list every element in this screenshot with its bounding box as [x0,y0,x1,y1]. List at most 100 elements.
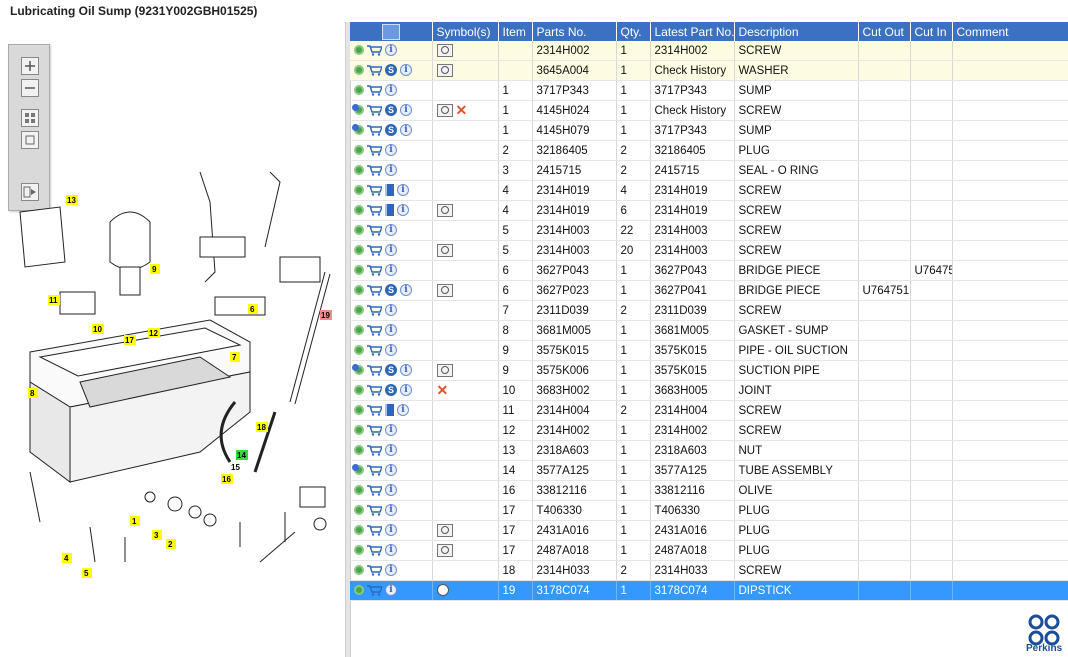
fit-all-icon[interactable] [21,109,39,127]
add-to-cart-icon[interactable] [367,145,382,156]
callout-label[interactable]: 12 [149,329,158,338]
column-tools[interactable] [350,22,433,41]
info-icon[interactable]: i [385,144,397,157]
info-icon[interactable]: i [385,224,397,237]
supersession-icon[interactable]: S [385,64,397,77]
callout-label[interactable]: 19 [321,311,330,320]
view-detail-icon[interactable] [436,524,453,537]
callout-label[interactable]: 18 [257,423,266,432]
supersession-icon[interactable]: S [385,364,397,377]
part-options-icon[interactable] [354,65,364,76]
part-options-alt-icon[interactable] [352,464,364,476]
part-options-icon[interactable] [354,165,364,176]
info-icon[interactable]: i [385,164,397,177]
part-options-alt-icon[interactable] [352,124,364,136]
info-icon[interactable]: i [385,504,397,517]
info-icon[interactable]: i [385,464,397,477]
part-options-icon[interactable] [354,525,364,536]
info-icon[interactable]: i [385,244,397,257]
add-to-cart-icon[interactable] [367,265,382,276]
add-to-cart-icon[interactable] [367,565,382,576]
add-to-cart-icon[interactable] [367,45,382,56]
supersession-icon[interactable]: S [385,284,397,297]
column-symbols[interactable]: Symbol(s) [432,22,499,41]
part-options-icon[interactable] [354,245,364,256]
callout-label[interactable]: 1 [132,517,137,526]
service-book-icon[interactable] [385,204,394,217]
callout-label[interactable]: 11 [49,296,58,305]
part-options-icon[interactable] [354,445,364,456]
info-icon[interactable]: i [397,204,409,217]
part-options-icon[interactable] [354,545,364,556]
callout-label[interactable]: 7 [232,353,237,362]
part-options-icon[interactable] [354,185,364,196]
part-options-icon[interactable] [354,85,364,96]
service-book-icon[interactable] [385,184,394,197]
part-options-icon[interactable] [354,285,364,296]
part-options-icon[interactable] [354,325,364,336]
info-icon[interactable]: i [385,484,397,497]
column-qty[interactable]: Qty. [616,22,651,41]
column-latest-part-no[interactable]: Latest Part No. [650,22,735,41]
add-to-cart-icon[interactable] [367,165,382,176]
info-icon[interactable]: i [385,544,397,557]
info-icon[interactable]: i [385,344,397,357]
info-icon[interactable]: i [400,124,412,137]
view-detail-icon[interactable] [436,64,453,77]
part-options-icon[interactable] [354,205,364,216]
info-icon[interactable]: i [400,384,412,397]
zoom-in-icon[interactable] [21,57,39,75]
add-to-cart-icon[interactable] [367,425,382,436]
add-to-cart-icon[interactable] [367,305,382,316]
add-to-cart-icon[interactable] [367,465,382,476]
add-to-cart-icon[interactable] [367,125,382,136]
zoom-out-icon[interactable] [21,79,39,97]
callout-label[interactable]: 10 [93,325,102,334]
part-options-icon[interactable] [354,565,364,576]
add-to-cart-icon[interactable] [367,85,382,96]
view-detail-icon[interactable] [436,44,453,57]
add-to-cart-icon[interactable] [367,365,382,376]
part-options-icon[interactable] [354,505,364,516]
add-to-cart-icon[interactable] [367,225,382,236]
view-detail-icon[interactable] [436,364,453,377]
part-options-icon[interactable] [354,585,364,596]
add-to-cart-icon[interactable] [367,585,382,596]
add-to-cart-icon[interactable] [367,325,382,336]
info-icon[interactable]: i [385,264,397,277]
callout-label[interactable]: 17 [125,336,134,345]
column-cut-in[interactable]: Cut In [910,22,953,41]
add-to-cart-icon[interactable] [367,205,382,216]
part-options-icon[interactable] [354,225,364,236]
info-icon[interactable]: i [385,444,397,457]
part-options-alt-icon[interactable] [352,364,364,376]
info-icon[interactable]: i [400,364,412,377]
info-icon[interactable]: i [400,104,412,117]
info-icon[interactable]: i [385,564,397,577]
add-to-cart-icon[interactable] [367,105,382,116]
info-icon[interactable]: i [385,424,397,437]
add-to-cart-icon[interactable] [367,65,382,76]
add-to-cart-icon[interactable] [367,285,382,296]
add-to-cart-icon[interactable] [367,445,382,456]
part-options-icon[interactable] [354,345,364,356]
supersession-icon[interactable]: S [385,384,397,397]
info-icon[interactable]: i [385,584,397,597]
callout-label[interactable]: 2 [168,540,173,549]
view-detail-icon[interactable] [436,544,453,557]
callout-label[interactable]: 15 [231,463,240,472]
